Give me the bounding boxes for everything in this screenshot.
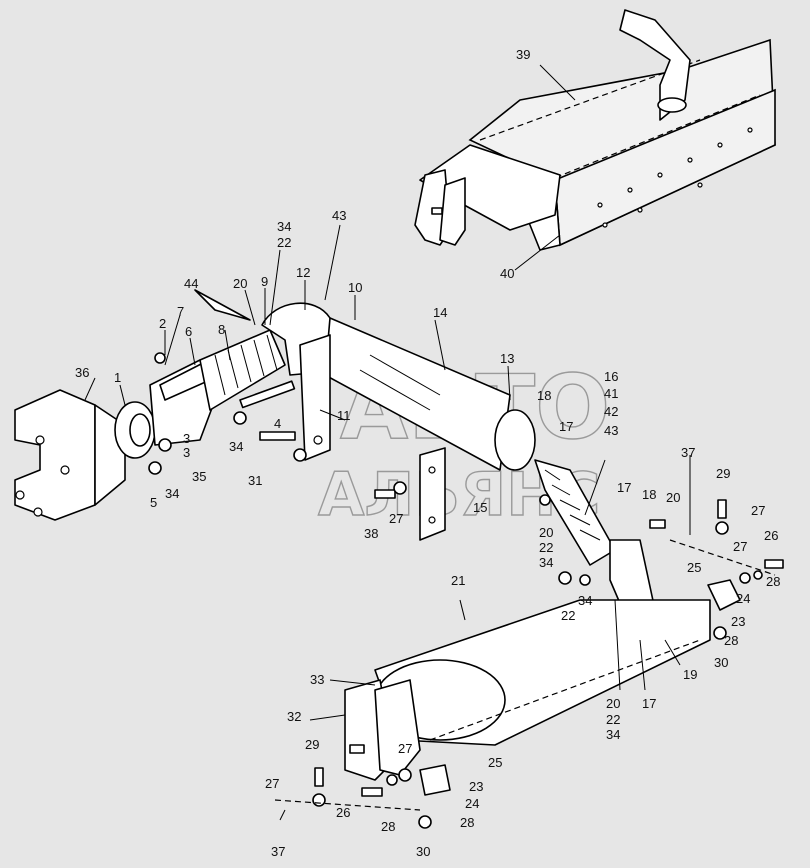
callout-28c: 28 bbox=[460, 815, 474, 830]
callout-30a: 30 bbox=[714, 655, 728, 670]
callout-29a: 29 bbox=[716, 466, 730, 481]
callout-21: 21 bbox=[451, 573, 465, 588]
callout-17c: 17 bbox=[642, 696, 656, 711]
callout-13: 13 bbox=[500, 351, 514, 366]
callout-43b: 43 bbox=[604, 423, 618, 438]
callout-9: 9 bbox=[261, 274, 268, 289]
callout-37b: 37 bbox=[271, 844, 285, 859]
callout-27b: 27 bbox=[389, 511, 403, 526]
callout-24b: 24 bbox=[465, 796, 479, 811]
leader-lines bbox=[84, 64, 691, 821]
part-39-stack-pipe bbox=[619, 9, 691, 121]
callout-30b: 30 bbox=[416, 844, 430, 859]
callout-18a: 18 bbox=[537, 388, 551, 403]
callout-18b: 18 bbox=[642, 487, 656, 502]
callout-7: 7 bbox=[177, 304, 184, 319]
callout-24a: 24 bbox=[736, 591, 750, 606]
callout-28a: 28 bbox=[766, 574, 780, 589]
callout-23b: 23 bbox=[469, 779, 483, 794]
callout-27a: 27 bbox=[751, 503, 765, 518]
callout-3b: 3 bbox=[183, 445, 190, 460]
callout-35: 35 bbox=[192, 469, 206, 484]
callout-38: 38 bbox=[364, 526, 378, 541]
callout-10: 10 bbox=[348, 280, 362, 295]
hardware-fasteners bbox=[148, 352, 784, 829]
part-6-exhaust-brake bbox=[149, 359, 216, 446]
part-1-flange bbox=[114, 401, 156, 459]
callout-27c: 27 bbox=[733, 539, 747, 554]
callout-20a: 20 bbox=[233, 276, 247, 291]
callout-34b: 34 bbox=[165, 486, 179, 501]
callout-40: 40 bbox=[500, 266, 514, 281]
callout-26b: 26 bbox=[336, 805, 350, 820]
callout-27e: 27 bbox=[265, 776, 279, 791]
callout-8: 8 bbox=[218, 322, 225, 337]
callout-31: 31 bbox=[248, 473, 262, 488]
callout-14: 14 bbox=[433, 305, 447, 320]
part-16-flexible-pipe bbox=[534, 459, 616, 566]
callout-27d: 27 bbox=[398, 741, 412, 756]
callout-20-22-34a-2: 22 bbox=[539, 540, 553, 555]
callout-43: 43 bbox=[332, 208, 346, 223]
callout-5: 5 bbox=[150, 495, 157, 510]
callout-23a: 23 bbox=[731, 614, 745, 629]
callout-17b: 17 bbox=[617, 480, 631, 495]
callout-25a: 25 bbox=[687, 560, 701, 575]
callout-22: 22 bbox=[561, 608, 575, 623]
part-15-bracket bbox=[419, 447, 446, 541]
part-32-tailpipe bbox=[344, 679, 421, 781]
callout-42: 42 bbox=[604, 404, 618, 419]
callout-16: 16 bbox=[604, 369, 618, 384]
callout-36: 36 bbox=[75, 365, 89, 380]
callout-15: 15 bbox=[473, 500, 487, 515]
part-11-bracket bbox=[299, 334, 331, 461]
callout-20-22-34a-3: 34 bbox=[539, 555, 553, 570]
callout-34c: 34 bbox=[578, 593, 592, 608]
callout-20-22-34b-1: 20 bbox=[606, 696, 620, 711]
callout-1: 1 bbox=[114, 370, 121, 385]
callout-28d: 28 bbox=[381, 819, 395, 834]
callout-34a: 34 bbox=[229, 439, 243, 454]
part-21-muffler bbox=[374, 599, 711, 746]
callout-6: 6 bbox=[185, 324, 192, 339]
callout-37a: 37 bbox=[681, 445, 695, 460]
callout-34-22-line2: 22 bbox=[277, 235, 291, 250]
callout-41: 41 bbox=[604, 386, 618, 401]
part-8-flexible-pipe bbox=[199, 329, 286, 411]
callout-20-22-34a-1: 20 bbox=[539, 525, 553, 540]
callout-20b: 20 bbox=[666, 490, 680, 505]
callout-11: 11 bbox=[337, 408, 351, 423]
callout-labels: 39 40 43 34 22 12 44 20 9 10 14 7 2 8 6 … bbox=[75, 47, 780, 859]
callout-19: 19 bbox=[683, 667, 697, 682]
callout-25b: 25 bbox=[488, 755, 502, 770]
callout-29b: 29 bbox=[305, 737, 319, 752]
callout-26a: 26 bbox=[764, 528, 778, 543]
callout-33: 33 bbox=[310, 672, 324, 687]
arrow-44 bbox=[194, 289, 251, 321]
part-36-bracket bbox=[14, 389, 126, 521]
part-39-upper-muffler bbox=[414, 144, 561, 246]
callout-20-22-34b-2: 22 bbox=[606, 712, 620, 727]
part-37-rails bbox=[274, 539, 776, 811]
callout-3a: 3 bbox=[183, 431, 190, 446]
callout-12: 12 bbox=[296, 265, 310, 280]
callout-4: 4 bbox=[274, 416, 281, 431]
callout-28b: 28 bbox=[724, 633, 738, 648]
callout-34-22-line1: 34 bbox=[277, 219, 291, 234]
callout-20-22-34b-3: 34 bbox=[606, 727, 620, 742]
part-14-pipe bbox=[324, 317, 536, 471]
callout-44: 44 bbox=[184, 276, 198, 291]
callout-39: 39 bbox=[516, 47, 530, 62]
callout-17a: 17 bbox=[559, 419, 573, 434]
callout-2: 2 bbox=[159, 316, 166, 331]
callout-32: 32 bbox=[287, 709, 301, 724]
